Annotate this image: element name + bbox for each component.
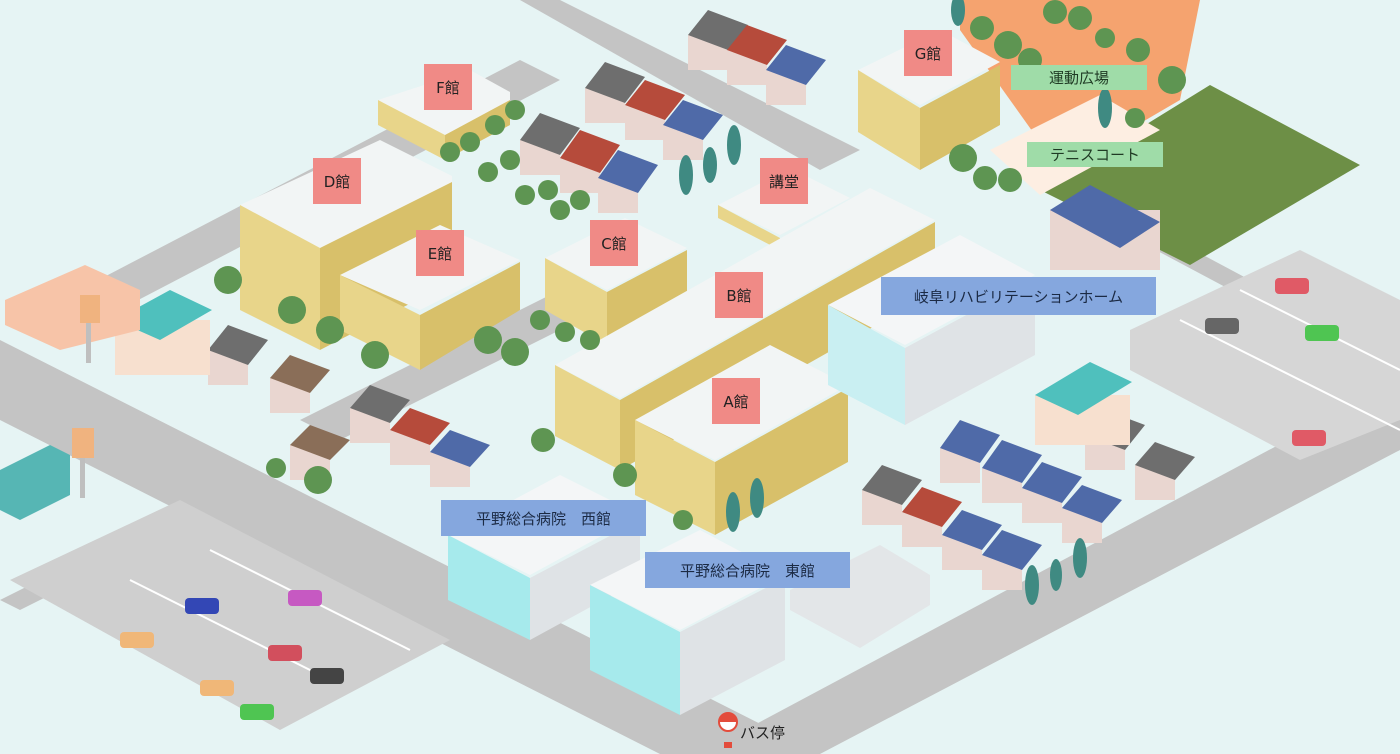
building-label-f[interactable]: F館 [424,64,472,110]
building-label-kodo[interactable]: 講堂 [760,158,808,204]
signs [72,295,100,498]
sports-ground-label[interactable]: 運動広場 [1011,65,1147,90]
car [268,645,302,661]
car [288,590,322,606]
building-label-d[interactable]: D館 [313,158,361,204]
car [310,668,344,684]
car [1275,278,1309,294]
building-label-c[interactable]: C館 [590,220,638,266]
car [200,680,234,696]
car [1205,318,1239,334]
car [1292,430,1326,446]
hospital-east-label[interactable]: 平野総合病院 東館 [645,552,850,588]
trees [214,0,1186,605]
car [240,704,274,720]
car [1305,325,1339,341]
hospital-west-label[interactable]: 平野総合病院 西館 [441,500,646,536]
tennis-court-label[interactable]: テニスコート [1027,142,1163,167]
rehab-home-label[interactable]: 岐阜リハビリテーションホーム [881,277,1156,315]
car [120,632,154,648]
building-label-g[interactable]: G館 [904,30,952,76]
building-label-e[interactable]: E館 [416,230,464,276]
building-label-a[interactable]: A館 [712,378,760,424]
bus-stop-label[interactable]: バス停 [740,724,786,742]
diagonal-road [520,0,860,170]
parking-lot-east [1130,250,1400,460]
bus-stop-icon [718,712,738,748]
cars [120,278,1339,720]
campus-buildings [240,30,1000,535]
east-road [700,380,1400,754]
houses [0,10,1195,590]
car [185,598,219,614]
building-label-b[interactable]: B館 [715,272,763,318]
